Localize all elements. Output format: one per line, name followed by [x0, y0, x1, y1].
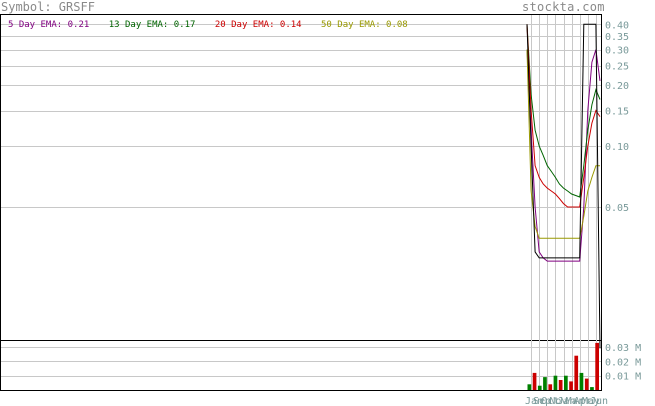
volume-bars	[527, 342, 599, 390]
chart-frames	[0, 14, 602, 391]
legend-ema20-label: 20 Day EMA	[214, 20, 270, 30]
volume-bar-0	[527, 384, 532, 390]
legend-ema20-value: 0.14	[279, 20, 302, 30]
volume-tick-label-1: 0.02 M	[605, 357, 641, 368]
volume-bar-12	[590, 387, 594, 390]
price-tick-label-0: 0.40	[605, 20, 629, 31]
volume-bar-7	[564, 375, 568, 390]
price-axis-ticks: 0.400.35 0.30 0.25 0.20 0.15 0.10 0.05	[605, 20, 629, 214]
date-gridlines	[531, 15, 597, 390]
volume-bar-6	[558, 380, 563, 390]
date-tick-label-7: May	[582, 396, 600, 406]
price-line-2	[526, 24, 601, 208]
legend-ema50-label: 50 Day EMA	[321, 20, 376, 30]
volume-bar-8	[569, 381, 573, 390]
price-tick-label-7: 0.05	[605, 203, 629, 214]
legend-ema5: 5 Day EMA: 0.21	[8, 20, 90, 30]
legend-ema13-value: 0.17	[173, 20, 196, 30]
price-tick-label-4: 0.20	[605, 81, 629, 92]
price-tick-label-1: 0.35	[605, 32, 629, 43]
legend-ema50-value: 0.08	[386, 20, 408, 30]
date-tick-label-0: Jan	[525, 396, 543, 406]
legend-ema5-label: 5 Day EMA	[8, 20, 57, 30]
legend-ema5-value: 0.21	[67, 20, 90, 30]
date-tick-label-5: Mar	[566, 396, 584, 406]
price-line-0	[526, 49, 601, 262]
price-line-3	[526, 49, 600, 239]
volume-axis-ticks: 0.03 M 0.02 M 0.01 M	[605, 343, 641, 383]
date-tick-label-8: Jun	[590, 396, 608, 406]
volume-bar-9	[574, 355, 579, 390]
date-tick-label-4: Jan	[558, 396, 576, 406]
date-tick-label-2: Oct	[541, 396, 559, 406]
volume-bar-10	[579, 372, 584, 390]
date-tick-label-6: Apr	[574, 396, 592, 406]
volume-grid	[1, 347, 601, 377]
symbol-label: Symbol: GRSFF	[1, 0, 95, 14]
price-grid	[1, 24, 601, 208]
price-line-1	[526, 24, 601, 198]
price-tick-label-5: 0.15	[605, 107, 629, 118]
volume-panel-frame	[0, 340, 602, 391]
price-line-4	[526, 23, 601, 349]
legend-ema20: 20 Day EMA: 0.14	[214, 20, 302, 30]
volume-bar-3	[543, 377, 547, 390]
date-tick-label-1: Sep	[533, 396, 551, 406]
volume-tick-label-2: 0.01 M	[605, 372, 641, 383]
price-tick-label-6: 0.10	[605, 142, 629, 153]
price-panel-frame	[0, 14, 602, 341]
legend-ema50: 50 Day EMA: 0.08	[321, 20, 408, 30]
legend-ema13: 13 Day EMA: 0.17	[108, 20, 196, 30]
date-tick-label-3: Nov	[549, 396, 567, 406]
price-tick-label-2: 0.30	[605, 46, 629, 57]
volume-tick-label-0: 0.03 M	[605, 343, 641, 354]
price-lines	[526, 23, 601, 349]
volume-bar-1	[532, 372, 537, 390]
price-tick-label-3: 0.25	[605, 62, 629, 73]
volume-bar-4	[548, 384, 553, 390]
ema-legend: 5 Day EMA: 0.21 13 Day EMA: 0.17 20 Day …	[8, 20, 422, 30]
volume-bar-11	[584, 378, 589, 390]
volume-bar-13	[595, 342, 599, 390]
volume-bar-2	[537, 385, 542, 390]
volume-bar-5	[553, 375, 558, 390]
brand-logo: stockta.com	[522, 0, 605, 14]
legend-ema13-label: 13 Day EMA	[108, 20, 163, 30]
